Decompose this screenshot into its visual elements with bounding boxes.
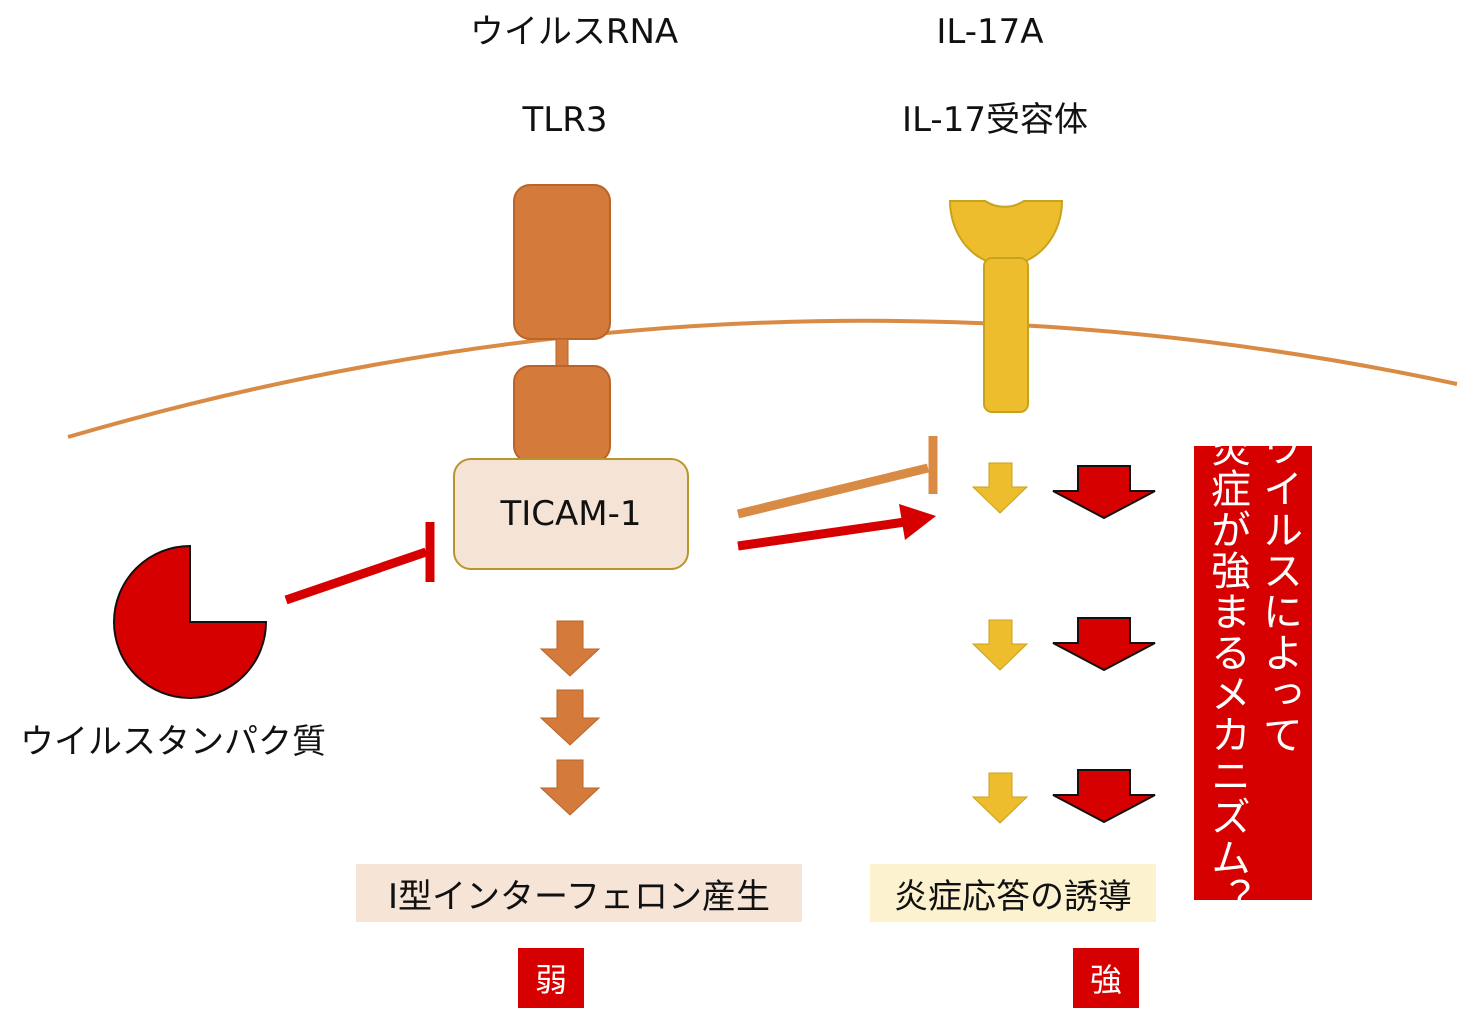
il17-receptor-stem <box>983 257 1029 413</box>
ifn-production-box: I型インターフェロン産生 <box>356 864 802 922</box>
enhanced-signal-arrows <box>1052 465 1156 824</box>
tlr3-lower-domain <box>513 365 611 463</box>
mechanism-box: ウイルスによって 炎症が強まるメカニズム？ <box>1194 427 1312 919</box>
yellow-down-arrow <box>971 619 1029 671</box>
tlr3-receptor <box>513 184 611 463</box>
tlr3-linker <box>555 338 569 368</box>
strong-badge: 強 <box>1073 948 1139 1008</box>
inhibition-viral-to-ticam <box>284 522 435 605</box>
mechanism-label: ウイルスによって 炎症が強まるメカニズム？ <box>1204 427 1302 919</box>
tlr3-label: TLR3 <box>522 100 608 140</box>
red-down-arrow <box>1052 465 1156 520</box>
il17a-label: IL-17A <box>936 12 1044 52</box>
ticam1-box: TICAM-1 <box>453 458 689 570</box>
yellow-down-arrow <box>971 462 1029 514</box>
weak-badge: 弱 <box>518 948 584 1008</box>
orange-down-arrow <box>539 689 601 746</box>
red-down-arrow <box>1052 617 1156 672</box>
il17-signal-arrows <box>971 462 1029 824</box>
tlr3-signal-arrows <box>539 620 601 816</box>
inflammation-induction-box: 炎症応答の誘導 <box>870 864 1156 922</box>
inhibition-ticam-to-il17 <box>736 436 938 519</box>
inflammation-induction-label: 炎症応答の誘導 <box>894 876 1132 917</box>
orange-down-arrow <box>539 620 601 677</box>
yellow-down-arrow <box>971 772 1029 824</box>
ifn-production-label: I型インターフェロン産生 <box>388 876 770 917</box>
il17-receptor-label: IL-17受容体 <box>902 100 1088 140</box>
activation-ticam-to-il17 <box>737 504 936 551</box>
orange-down-arrow <box>539 759 601 816</box>
red-down-arrow <box>1052 769 1156 824</box>
ticam1-label: TICAM-1 <box>500 494 642 534</box>
il17-receptor-cup <box>948 200 1064 266</box>
viral-protein-label: ウイルスタンパク質 <box>20 722 326 762</box>
viral-rna-label: ウイルスRNA <box>469 12 679 52</box>
tlr3-upper-domain <box>513 184 611 340</box>
cell-membrane <box>67 318 1458 439</box>
viral-protein-shape <box>113 544 268 699</box>
il17-receptor <box>948 200 1064 413</box>
